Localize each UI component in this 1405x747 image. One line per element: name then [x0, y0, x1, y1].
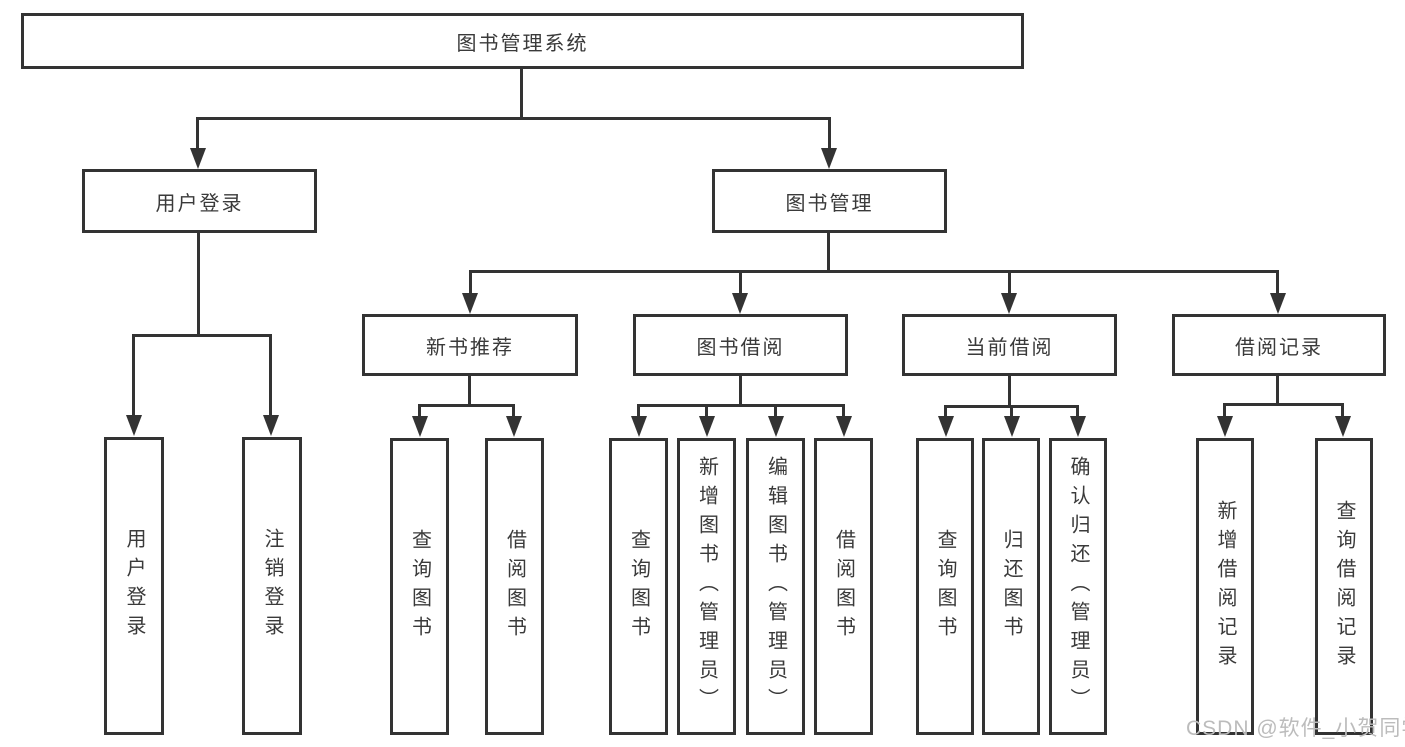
leaf-borrow-books-recommend: 借阅图书	[485, 438, 544, 735]
arrow-down-icon	[1070, 416, 1086, 437]
arrow-down-icon	[126, 415, 142, 436]
leaf-query-books-borrowing-label: 查询图书	[627, 528, 650, 645]
leaf-logout: 注销登录	[242, 437, 302, 735]
connector-vline	[512, 404, 515, 418]
arrow-down-icon	[938, 416, 954, 437]
connector-hline	[196, 117, 831, 120]
watermark: CSDN @软件_小贺同学	[1186, 717, 1405, 740]
connector-vline	[1076, 405, 1079, 418]
node-book-management: 图书管理	[712, 169, 947, 233]
leaf-add-books-admin-label: 新增图书（管理员）	[695, 456, 718, 717]
connector-vline	[269, 334, 272, 416]
connector-vline	[418, 404, 421, 418]
leaf-borrow-books-borrowing: 借阅图书	[814, 438, 873, 735]
arrow-down-icon	[821, 148, 837, 169]
connector-vline	[1010, 405, 1013, 418]
leaf-add-borrow-record: 新增借阅记录	[1196, 438, 1254, 735]
node-library-system-label: 图书管理系统	[456, 32, 589, 55]
connector-vline	[1223, 403, 1226, 418]
connector-vline	[774, 404, 777, 418]
connector-vline	[739, 270, 742, 295]
node-user-login-label: 用户登录	[155, 192, 244, 215]
connector-hline	[637, 404, 844, 407]
connector-vline	[1276, 270, 1279, 295]
node-book-borrowing-label: 图书借阅	[696, 336, 785, 359]
leaf-query-books-recommend: 查询图书	[390, 438, 449, 735]
leaf-confirm-return-admin: 确认归还（管理员）	[1049, 438, 1107, 735]
leaf-query-borrow-record-label: 查询借阅记录	[1333, 499, 1355, 674]
leaf-edit-books-admin: 编辑图书（管理员）	[746, 438, 805, 735]
connector-hline	[418, 404, 515, 407]
connector-vline	[739, 376, 742, 406]
leaf-user-login: 用户登录	[104, 437, 164, 735]
node-user-login: 用户登录	[82, 169, 317, 233]
connector-vline	[132, 334, 135, 416]
node-current-borrowing: 当前借阅	[902, 314, 1117, 376]
connector-hline	[469, 270, 1279, 273]
leaf-edit-books-admin-label: 编辑图书（管理员）	[764, 456, 787, 717]
arrow-down-icon	[1270, 293, 1286, 314]
connector-hline	[1223, 403, 1344, 406]
connector-vline	[468, 376, 471, 406]
connector-vline	[520, 69, 523, 118]
leaf-borrow-books-borrowing-label: 借阅图书	[832, 528, 855, 645]
leaf-logout-label: 注销登录	[261, 528, 283, 644]
leaf-query-borrow-record: 查询借阅记录	[1315, 438, 1373, 735]
arrow-down-icon	[732, 293, 748, 314]
leaf-return-books: 归还图书	[982, 438, 1040, 735]
arrow-down-icon	[190, 148, 206, 169]
node-borrowing-records-label: 借阅记录	[1235, 336, 1323, 359]
connector-vline	[637, 404, 640, 418]
node-book-management-label: 图书管理	[785, 192, 874, 215]
connector-vline	[469, 270, 472, 295]
arrow-down-icon	[1335, 416, 1351, 437]
connector-vline	[1341, 403, 1344, 418]
connector-vline	[944, 405, 947, 418]
leaf-query-books-borrowing: 查询图书	[609, 438, 668, 735]
connector-vline	[196, 117, 199, 150]
arrow-down-icon	[699, 416, 715, 437]
arrow-down-icon	[768, 416, 784, 437]
leaf-user-login-label: 用户登录	[123, 528, 145, 644]
node-borrowing-records: 借阅记录	[1172, 314, 1386, 376]
arrow-down-icon	[631, 416, 647, 437]
arrow-down-icon	[1001, 293, 1017, 314]
leaf-confirm-return-admin-label: 确认归还（管理员）	[1067, 456, 1089, 717]
node-library-system: 图书管理系统	[21, 13, 1024, 69]
arrow-down-icon	[506, 416, 522, 437]
arrow-down-icon	[836, 416, 852, 437]
leaf-borrow-books-recommend-label: 借阅图书	[503, 528, 526, 645]
connector-vline	[827, 233, 830, 272]
connector-vline	[1008, 270, 1011, 295]
connector-vline	[1008, 376, 1011, 407]
arrow-down-icon	[462, 293, 478, 314]
connector-hline	[132, 334, 272, 337]
connector-vline	[705, 404, 708, 418]
leaf-query-books-current-label: 查询图书	[934, 528, 956, 645]
connector-vline	[197, 233, 200, 336]
arrow-down-icon	[263, 415, 279, 436]
leaf-add-borrow-record-label: 新增借阅记录	[1214, 499, 1236, 674]
leaf-return-books-label: 归还图书	[1000, 528, 1022, 645]
node-book-borrowing: 图书借阅	[633, 314, 848, 376]
arrow-down-icon	[1217, 416, 1233, 437]
arrow-down-icon	[412, 416, 428, 437]
leaf-query-books-recommend-label: 查询图书	[408, 528, 431, 645]
node-new-book-recommendation: 新书推荐	[362, 314, 578, 376]
arrow-down-icon	[1004, 416, 1020, 437]
leaf-add-books-admin: 新增图书（管理员）	[677, 438, 736, 735]
connector-vline	[1276, 376, 1279, 405]
node-new-book-recommendation-label: 新书推荐	[426, 336, 514, 359]
leaf-query-books-current: 查询图书	[916, 438, 974, 735]
connector-vline	[828, 117, 831, 150]
connector-vline	[842, 404, 845, 418]
node-current-borrowing-label: 当前借阅	[965, 336, 1054, 359]
